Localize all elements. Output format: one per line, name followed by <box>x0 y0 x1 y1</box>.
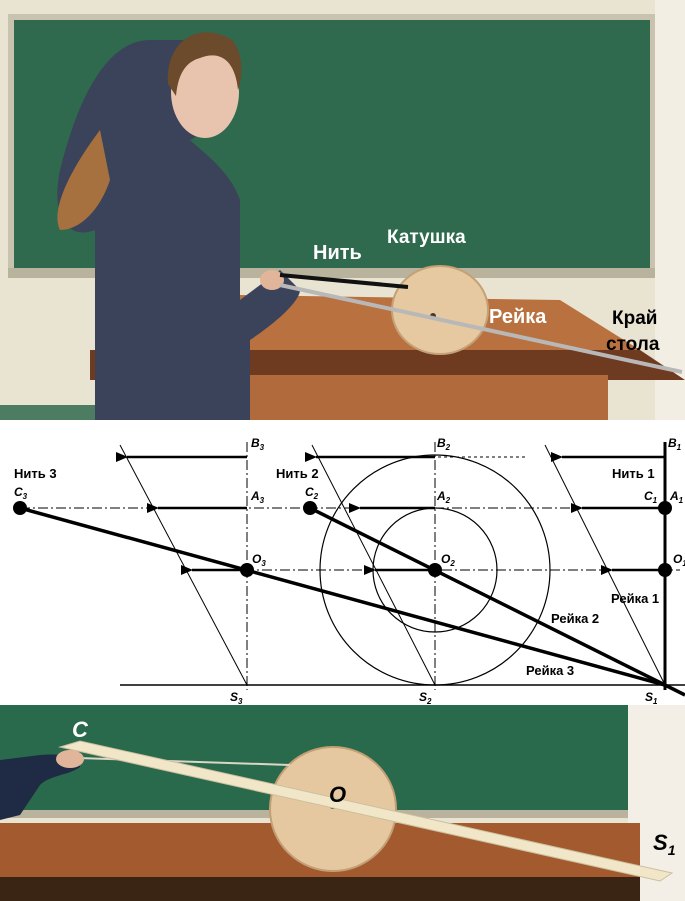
geometry-diagram: B3 B2 B1 A3 A2 A1 C3 C2 C1 O3 O2 O1 S3 S… <box>0 420 685 705</box>
label-o2: O2 <box>441 552 455 568</box>
label-s2: S2 <box>419 690 432 705</box>
person-sweater <box>57 40 301 420</box>
point-c3 <box>13 501 27 515</box>
bottom-hand <box>56 750 84 768</box>
rail-1 <box>664 683 685 697</box>
bottom-photo: C O S1 <box>0 705 685 901</box>
label-bottom-o: O <box>329 782 346 807</box>
bottom-rail <box>58 740 674 882</box>
label-rail-1: Рейка 1 <box>611 591 659 606</box>
label-a3: A3 <box>250 489 265 505</box>
label-c3: C3 <box>14 485 28 501</box>
bottom-sleeve <box>0 754 80 820</box>
label-c1: C1 <box>644 489 658 505</box>
bottom-photo-scene: C O S1 <box>0 705 685 901</box>
label-rail-3: Рейка 3 <box>526 663 574 678</box>
top-photo: Нить Катушка Рейка Край стола <box>0 0 685 420</box>
person-hand <box>260 270 284 290</box>
label-s1: S1 <box>645 690 658 705</box>
label-thread-2: Нить 2 <box>276 466 319 481</box>
slant-1 <box>544 444 666 686</box>
label-thread-1: Нить 1 <box>612 466 655 481</box>
label-thread: Нить <box>313 242 362 264</box>
spool-disc <box>391 265 489 355</box>
person-hair-tail <box>57 130 110 230</box>
rail-2 <box>309 506 666 687</box>
label-o1: O1 <box>673 552 685 568</box>
label-table-edge-1: Край <box>612 308 657 329</box>
label-b3: B3 <box>251 436 265 452</box>
label-rail: Рейка <box>489 306 547 328</box>
person-hair <box>167 32 242 96</box>
point-c2 <box>303 501 317 515</box>
slant-2 <box>311 444 436 686</box>
rail-3 <box>19 506 666 687</box>
label-table-edge-2: стола <box>606 334 660 355</box>
desk-front <box>248 375 608 420</box>
rail-line <box>279 283 683 374</box>
label-o3: O3 <box>252 552 266 568</box>
label-s3: S3 <box>230 690 243 705</box>
label-b2: B2 <box>437 436 451 452</box>
point-o2 <box>428 563 442 577</box>
door-frame <box>655 0 685 420</box>
point-o3 <box>240 563 254 577</box>
chalk-tray <box>8 268 668 278</box>
top-photo-scene: Нить Катушка Рейка Край стола <box>0 0 685 420</box>
point-c1 <box>658 501 672 515</box>
label-a2: A2 <box>436 489 451 505</box>
label-b1: B1 <box>668 436 682 452</box>
label-bottom-c: C <box>72 717 89 742</box>
thread-line <box>279 273 409 289</box>
person-face <box>171 46 239 138</box>
label-spool: Катушка <box>387 227 466 248</box>
bottom-desk-edge <box>0 877 640 901</box>
point-o1 <box>658 563 672 577</box>
label-thread-3: Нить 3 <box>14 466 57 481</box>
diagram-svg: B3 B2 B1 A3 A2 A1 C3 C2 C1 O3 O2 O1 S3 S… <box>13 436 685 705</box>
label-rail-2: Рейка 2 <box>551 611 599 626</box>
label-bottom-s1: S1 <box>653 830 676 858</box>
label-a1: A1 <box>669 489 684 505</box>
label-c2: C2 <box>305 485 319 501</box>
